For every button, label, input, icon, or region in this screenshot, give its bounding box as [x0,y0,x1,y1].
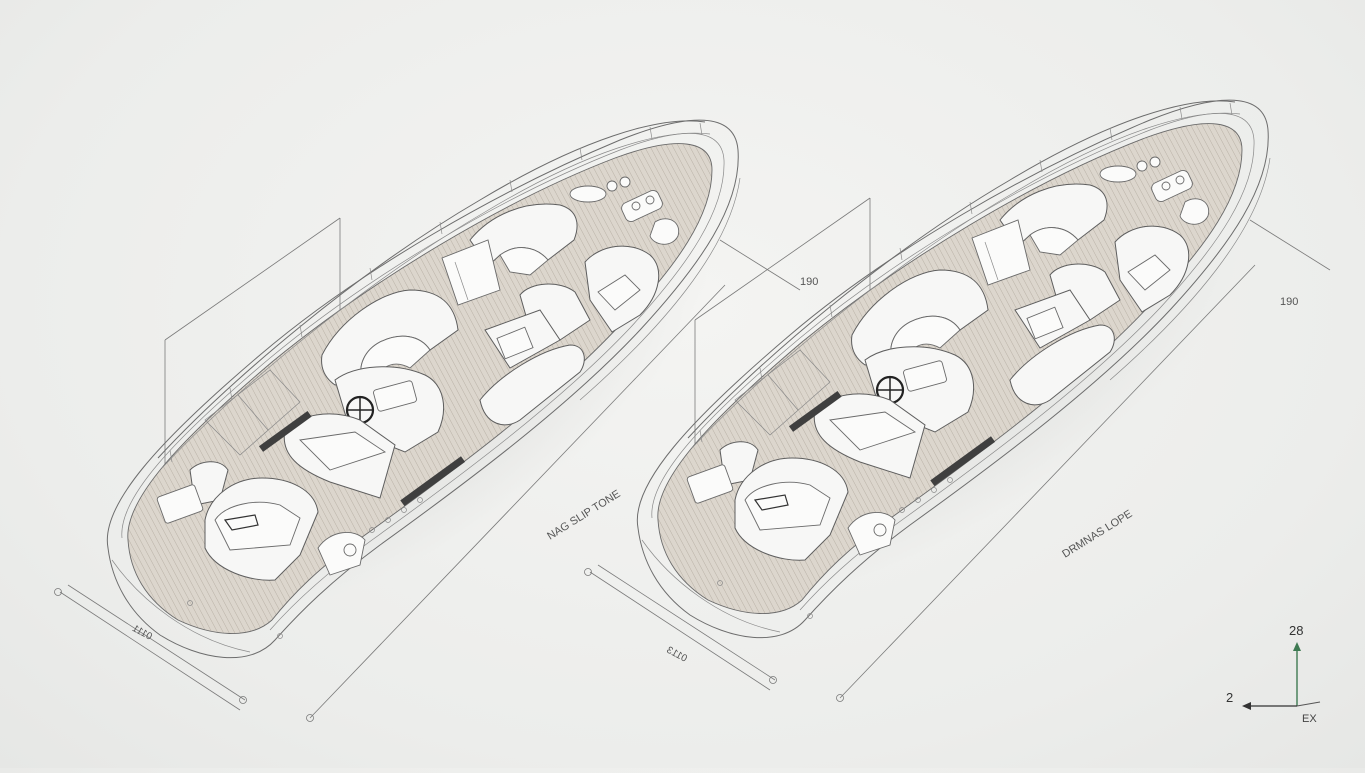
dim-top-right: 190 [1280,296,1298,308]
boat-hull-left [75,119,765,698]
axis-left-label: 2 [1226,690,1233,705]
axis-up-label: 28 [1289,623,1303,638]
dim-top-left: 190 [800,276,818,288]
axis-corner-label: EX [1302,713,1317,725]
boat-label-right: DRMNAS LOPE [1060,508,1134,561]
boat-label-left: NAG SLIP TONE [545,488,622,543]
axis-indicator: 28 2 EX [1226,623,1321,725]
dim-bottom-right: 0113 [664,645,689,665]
